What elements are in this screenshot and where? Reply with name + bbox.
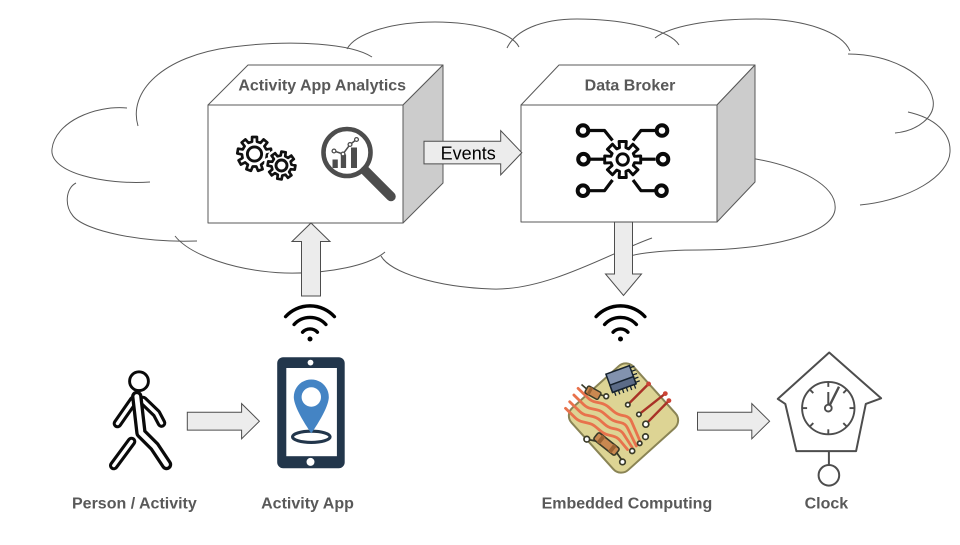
svg-text:Data Broker: Data Broker [585, 78, 676, 95]
svg-text:Embedded Computing: Embedded Computing [542, 496, 713, 513]
svg-text:Activity App Analytics: Activity App Analytics [238, 78, 406, 95]
svg-text:Clock: Clock [805, 496, 849, 513]
svg-text:Events: Events [441, 144, 496, 164]
svg-text:Activity App: Activity App [261, 496, 354, 513]
svg-text:Person / Activity: Person / Activity [72, 496, 197, 513]
